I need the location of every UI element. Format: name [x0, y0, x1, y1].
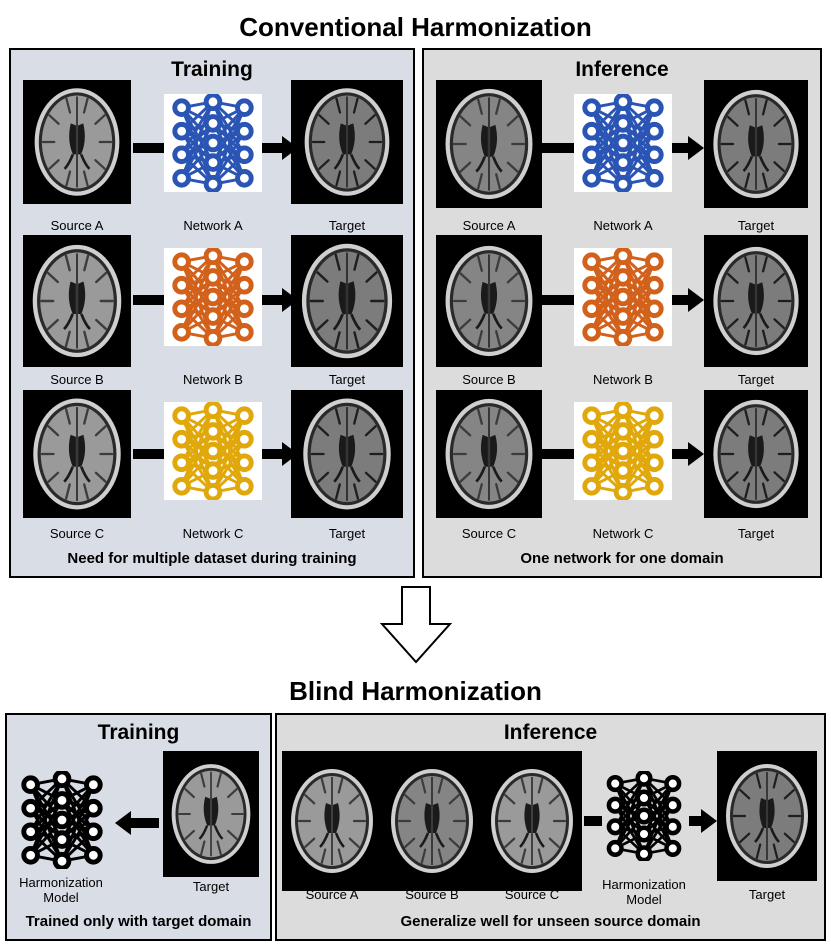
brain-image-target: [291, 235, 403, 367]
blind-inference-footer: Generalize well for unseen source domain: [400, 913, 701, 930]
network-c-icon: [574, 402, 672, 500]
brain-image-target: [704, 390, 808, 518]
label-harmonization-model: Harmonization Model: [19, 875, 103, 905]
conventional-training-panel: Training Source A Network A Target Sourc…: [9, 48, 415, 578]
brain-image-source-a: [23, 80, 131, 204]
conventional-training-footer: Need for multiple dataset during trainin…: [67, 550, 357, 567]
brain-image-source-c: [23, 390, 131, 518]
label-network-a: Network A: [593, 218, 653, 233]
down-arrow-icon: [379, 586, 453, 664]
arrow-right-icon: [133, 444, 165, 464]
label-target: Target: [737, 218, 775, 233]
label-network-a: Network A: [183, 218, 243, 233]
arrow-right-icon: [262, 288, 298, 312]
brain-image-target: [704, 80, 808, 208]
network-b-icon: [164, 248, 262, 346]
brain-image-target: [291, 80, 403, 204]
label-target: Target: [748, 887, 786, 902]
blind-training-footer: Trained only with target domain: [25, 913, 252, 930]
label-target: Target: [192, 879, 230, 894]
conventional-inference-footer: One network for one domain: [520, 550, 724, 567]
arrow-right-icon: [689, 809, 717, 833]
label-source-b: Source B: [462, 372, 516, 387]
label-network-b: Network B: [593, 372, 653, 387]
brain-image-source-c: [482, 751, 582, 891]
arrow-right-icon: [672, 288, 704, 312]
label-target: Target: [737, 526, 775, 541]
brain-image-source-c: [436, 390, 542, 518]
label-source-b: Source B: [405, 887, 459, 902]
label-network-c: Network C: [592, 526, 654, 541]
arrow-right-icon: [542, 138, 576, 158]
arrow-right-icon: [672, 442, 704, 466]
label-source-a: Source A: [462, 218, 516, 233]
brain-image-target: [291, 390, 403, 518]
brain-image-source-a: [436, 80, 542, 208]
arrow-right-icon: [262, 442, 298, 466]
arrow-right-icon: [133, 290, 165, 310]
arrow-right-icon: [542, 444, 576, 464]
blind-training-title: Training: [97, 721, 180, 744]
blind-training-panel: Training Harmonization Model Target Trai…: [5, 713, 272, 941]
harmonization-model-icon: [599, 771, 689, 861]
brain-image-source-a: [282, 751, 382, 891]
label-network-b: Network B: [183, 372, 243, 387]
label-network-c: Network C: [182, 526, 244, 541]
label-source-c: Source C: [49, 526, 105, 541]
arrow-right-icon: [672, 136, 704, 160]
brain-image-source-b: [382, 751, 482, 891]
label-source-a: Source A: [305, 887, 359, 902]
conventional-training-title: Training: [171, 58, 253, 81]
arrow-right-icon: [262, 136, 298, 160]
brain-image-target: [163, 751, 259, 877]
label-harmonization-model: Harmonization Model: [602, 877, 686, 907]
brain-image-source-b: [23, 235, 131, 367]
label-target: Target: [328, 526, 366, 541]
harmonization-model-icon: [13, 771, 111, 869]
label-target: Target: [328, 218, 366, 233]
brain-image-target: [704, 235, 808, 367]
network-c-icon: [164, 402, 262, 500]
blind-title: Blind Harmonization: [289, 676, 542, 706]
network-a-icon: [164, 94, 262, 192]
network-b-icon: [574, 248, 672, 346]
brain-image-source-b: [436, 235, 542, 367]
conventional-inference-panel: Inference Source A Network A Target Sour…: [422, 48, 822, 578]
label-source-b: Source B: [50, 372, 104, 387]
network-a-icon: [574, 94, 672, 192]
label-source-c: Source C: [504, 887, 560, 902]
blind-inference-title: Inference: [503, 721, 598, 744]
arrow-left-icon: [115, 811, 159, 835]
arrow-right-icon: [133, 138, 165, 158]
blind-inference-panel: Inference Source A Source B Source C Har…: [275, 713, 826, 941]
arrow-right-icon: [542, 290, 576, 310]
conventional-inference-title: Inference: [575, 58, 669, 81]
arrow-right-icon: [584, 811, 602, 831]
label-target: Target: [328, 372, 366, 387]
conventional-title: Conventional Harmonization: [239, 12, 592, 42]
label-source-c: Source C: [461, 526, 517, 541]
brain-image-target: [717, 751, 817, 881]
label-target: Target: [737, 372, 775, 387]
label-source-a: Source A: [50, 218, 104, 233]
